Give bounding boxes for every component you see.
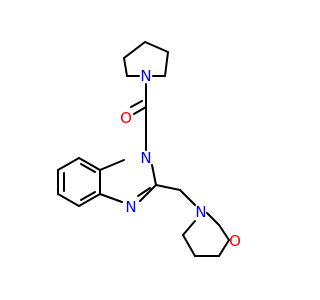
atom-labels: N O N N N O [120,67,241,250]
atom-label-n-pyrrolidine: N [140,67,151,85]
bond-benz-1 [57,157,80,171]
bond-benz-4 [78,193,101,207]
bond-ch2-nmorph [179,189,196,206]
bond-morph-1 [182,220,196,236]
molecule-structure-diagram: N O N N N O [57,41,241,257]
bond-imid-4 [139,184,157,202]
benzimidazole-core [57,157,157,207]
atom-label-o-carbonyl: O [120,109,132,127]
morpholine-ring [182,212,230,257]
bond-morph-6 [206,212,220,226]
bond-imid-3 [151,164,157,186]
atom-label-n1-benzimidazole: N [140,149,151,167]
bond-imid-1 [99,159,125,171]
atom-label-n3-benzimidazole: N [125,198,136,216]
bond-morph-4 [218,239,230,257]
bond-imid-5 [137,187,151,197]
bond-co-double-b [130,100,143,108]
atom-label-n-morpholine: N [195,203,206,221]
bond-benz-inner-2 [80,191,96,201]
bond-pyr-4 [164,51,169,77]
bond-co-double-a [133,106,147,115]
bond-morph-5 [218,224,230,241]
morpholinylmethyl-linker [155,184,196,206]
bond-morph-2 [182,234,196,257]
pyrrolidine-ring [123,41,169,77]
bond-pyr-3 [144,41,169,53]
bond-pyr-2 [123,41,146,59]
amide-linker [130,83,147,151]
bond-benz-6 [78,157,101,171]
bond-benz-inner-3 [80,163,96,173]
atom-label-o-morpholine: O [229,232,241,250]
bond-c2-ch2 [155,184,181,191]
bond-imid-2 [99,193,123,203]
bond-pyr-1 [123,57,128,77]
bond-benz-3 [57,193,80,207]
